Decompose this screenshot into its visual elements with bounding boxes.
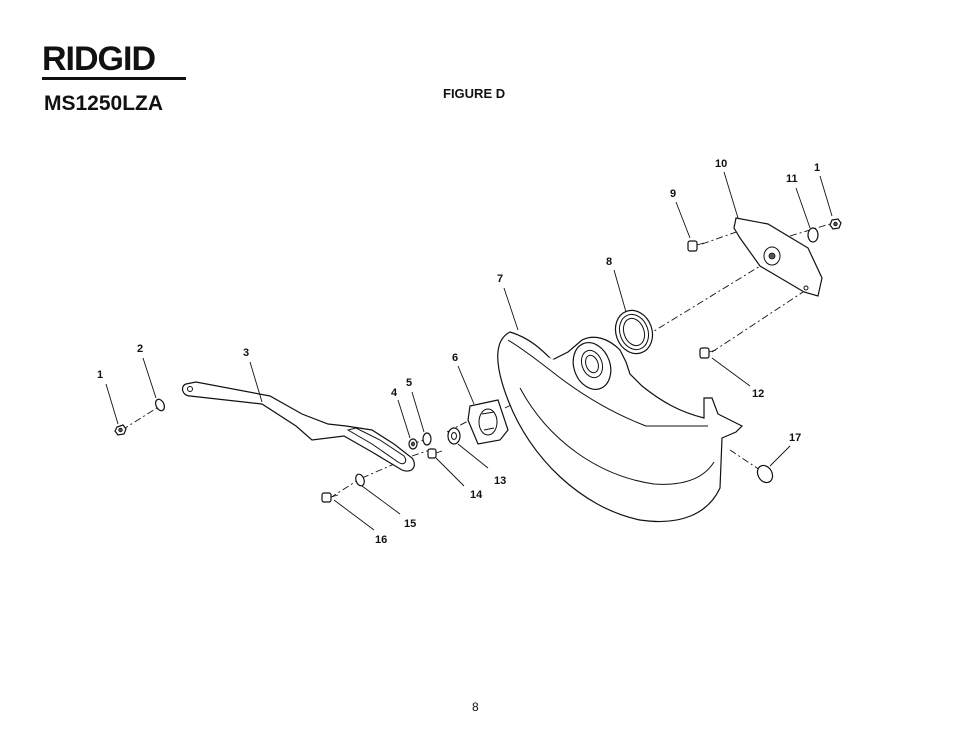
- part-cover-plate: [733, 217, 823, 297]
- part-washer-2: [154, 398, 166, 412]
- callout-9: 9: [670, 188, 676, 200]
- part-spring: [614, 309, 654, 355]
- part-washer-11: [807, 227, 819, 243]
- callout-14: 14: [470, 489, 483, 501]
- callout-8: 8: [606, 256, 612, 268]
- part-washer-13: [447, 427, 461, 445]
- callout-1-left: 1: [97, 369, 103, 381]
- brand-logo: RIDGID: [42, 40, 188, 80]
- part-nut-right: [829, 218, 842, 230]
- model-number: MS1250LZA: [44, 92, 164, 115]
- callout-4: 4: [391, 387, 398, 399]
- brand-logo-text: RIDGID: [42, 40, 155, 78]
- callout-2: 2: [137, 343, 143, 355]
- part-plug: [756, 464, 774, 484]
- part-hub-plate: [467, 399, 509, 445]
- part-screw-16: [321, 492, 339, 503]
- callout-17: 17: [789, 432, 801, 444]
- centerline-plug: [729, 449, 761, 471]
- part-nut-left: [114, 424, 127, 436]
- part-link-arm: [181, 381, 415, 472]
- callout-10: 10: [715, 158, 727, 170]
- callout-16: 16: [375, 534, 387, 546]
- centerline-right: [711, 289, 807, 353]
- callout-5: 5: [406, 377, 412, 389]
- part-washer-5: [422, 432, 432, 446]
- centerline-upper: [645, 259, 771, 337]
- part-spacer-4: [408, 438, 418, 450]
- callout-15: 15: [404, 518, 416, 530]
- page-number: 8: [472, 700, 479, 714]
- brand-underline: [42, 77, 186, 80]
- callout-12: 12: [752, 388, 764, 400]
- callout-6: 6: [452, 352, 458, 364]
- callout-11: 11: [786, 173, 798, 185]
- callout-3: 3: [243, 347, 249, 359]
- callout-13: 13: [494, 475, 506, 487]
- leader-lines: [105, 171, 833, 531]
- part-screw-14: [427, 448, 443, 459]
- callout-7: 7: [497, 273, 503, 285]
- part-screw-9: [687, 240, 705, 252]
- part-lower-guard: [497, 331, 744, 523]
- part-screw-12: [699, 347, 717, 359]
- figure-title: FIGURE D: [443, 86, 506, 101]
- part-washer-15: [355, 473, 365, 487]
- callout-1-right: 1: [814, 162, 820, 174]
